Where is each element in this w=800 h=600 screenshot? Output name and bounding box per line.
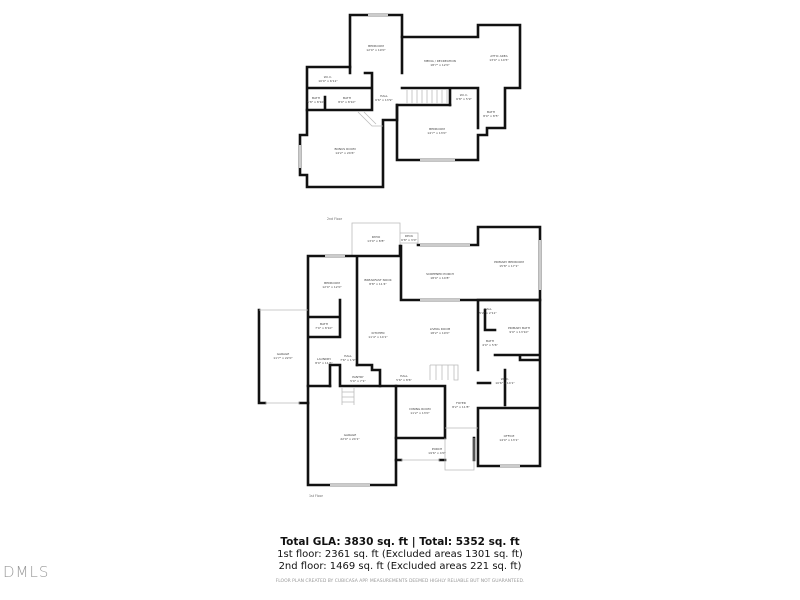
room-dimensions: 12'0" x 19'0" (366, 48, 386, 52)
room-dimensions: 10'6" x 14'1" (495, 381, 515, 385)
room-name: BATH (486, 339, 494, 343)
room-dimensions: 19'6" x 4'0" (428, 451, 446, 455)
room-name: PRIMARY BEDROOM (494, 260, 524, 264)
room-dimensions: 11'7" x 22'0" (273, 356, 293, 360)
room-name: BATH (312, 96, 320, 100)
room-name: BATH (487, 110, 495, 114)
room-name: GARAGE (344, 433, 357, 437)
room-name: DINING ROOM (409, 407, 431, 411)
room-name: MEDIA / RECREATION (424, 59, 456, 63)
first-floor-label: 1st Floor (309, 494, 324, 498)
room-dimensions: 14'2" x 24'6" (335, 151, 355, 155)
first-floor-walls (257, 222, 542, 487)
room-name: HALL (400, 374, 408, 378)
room-name: DECK (405, 234, 414, 238)
room-dimensions: 6'6" x 13'9" (375, 98, 393, 102)
second-floor-walls (298, 13, 522, 189)
room-name: BEDROOM (429, 127, 445, 131)
room-dimensions: 9'0" x 13'10" (509, 330, 529, 334)
room-dimensions: 14'7" x 13'0" (427, 131, 447, 135)
room-name: BREAKFAST NOOK (364, 278, 392, 282)
room-name: HALL (484, 307, 492, 311)
second-floor-area: 2nd floor: 1469 sq. ft (Excluded areas 2… (278, 561, 522, 572)
total-area-summary: Total GLA: 3830 sq. ft | Total: 5352 sq.… (280, 536, 520, 548)
room-name: W.I.C. (460, 93, 469, 97)
room-dimensions: 7'0" x 8'10" (315, 326, 333, 330)
room-name: FOYER (456, 401, 466, 405)
room-name: PANTRY (352, 375, 364, 379)
room-dimensions: 5'2" x 2'11" (479, 311, 497, 315)
room-dimensions: 18'0" x 14'8" (430, 276, 450, 280)
room-dimensions: 5'8" x 8'10" (307, 100, 325, 104)
room-name: SCREENED PORCH (426, 272, 454, 276)
first-floor-area: 1st floor: 2361 sq. ft (Excluded areas 1… (277, 549, 523, 560)
room-dimensions: 18'7" x 12'0" (430, 63, 450, 67)
disclaimer: FLOOR PLAN CREATED BY CUBICASA APP. MEAS… (275, 579, 525, 584)
room-name: GARAGE (277, 352, 290, 356)
room-name: OFFICE (504, 434, 515, 438)
room-dimensions: 12'0" x 12'0" (322, 285, 342, 289)
room-name: HALL (344, 354, 352, 358)
dmls-logo: DMLS (3, 563, 50, 581)
room-name: BONUS ROOM (334, 147, 355, 151)
room-dimensions: 14'0" x 13'1" (499, 438, 519, 442)
room-dimensions: 7'6" x 1'9" (340, 358, 356, 362)
room-dimensions: 6'8" x 5'9" (456, 97, 472, 101)
room-dimensions: 13'0" x 8'8" (367, 239, 385, 243)
room-name: BATH (343, 96, 351, 100)
room-dimensions: 8'0" x 11'6" (315, 361, 333, 365)
room-name: LIVING ROOM (430, 327, 451, 331)
room-name: W.I.C. (501, 377, 510, 381)
room-dimensions: 8'2" x 11'8" (452, 405, 470, 409)
room-name: BEDROOM (368, 44, 384, 48)
room-dimensions: 10'0" x 6'11" (318, 79, 338, 83)
room-name: PATIO (372, 235, 381, 239)
room-name: LAUNDRY (317, 357, 331, 361)
room-dimensions: 5'6" x 8'6" (396, 378, 412, 382)
room-name: PRIMARY BATH (508, 326, 530, 330)
room-dimensions: 22'0" x 24'1" (340, 437, 360, 441)
second-floor-label: 2nd Floor (327, 217, 343, 221)
room-dimensions: 4'0" x 5'6" (482, 343, 498, 347)
room-name: ATTIC AREA (490, 54, 508, 58)
room-dimensions: 6'8" x 3'0" (401, 238, 417, 242)
room-name: BATH (320, 322, 328, 326)
room-name: W.I.C. (324, 75, 333, 79)
room-dimensions: 13'0" x 14'5" (489, 58, 509, 62)
room-dimensions: 11'2" x 13'0" (410, 411, 430, 415)
room-name: HALL (380, 94, 388, 98)
room-dimensions: 8'0" x 8'10" (338, 100, 356, 104)
room-name: PORCH (432, 447, 442, 451)
room-name: KITCHEN (372, 331, 385, 335)
room-dimensions: 5'0" x 7'1" (350, 379, 366, 383)
room-dimensions: 8'0" x 8'5" (483, 114, 499, 118)
room-dimensions: 11'4" x 14'1" (368, 335, 388, 339)
room-name: BEDROOM (324, 281, 340, 285)
room-dimensions: 15'8" x 17'1" (499, 264, 519, 268)
room-dimensions: 18'2" x 19'0" (430, 331, 450, 335)
room-dimensions: 8'8" x 11'4" (369, 282, 387, 286)
